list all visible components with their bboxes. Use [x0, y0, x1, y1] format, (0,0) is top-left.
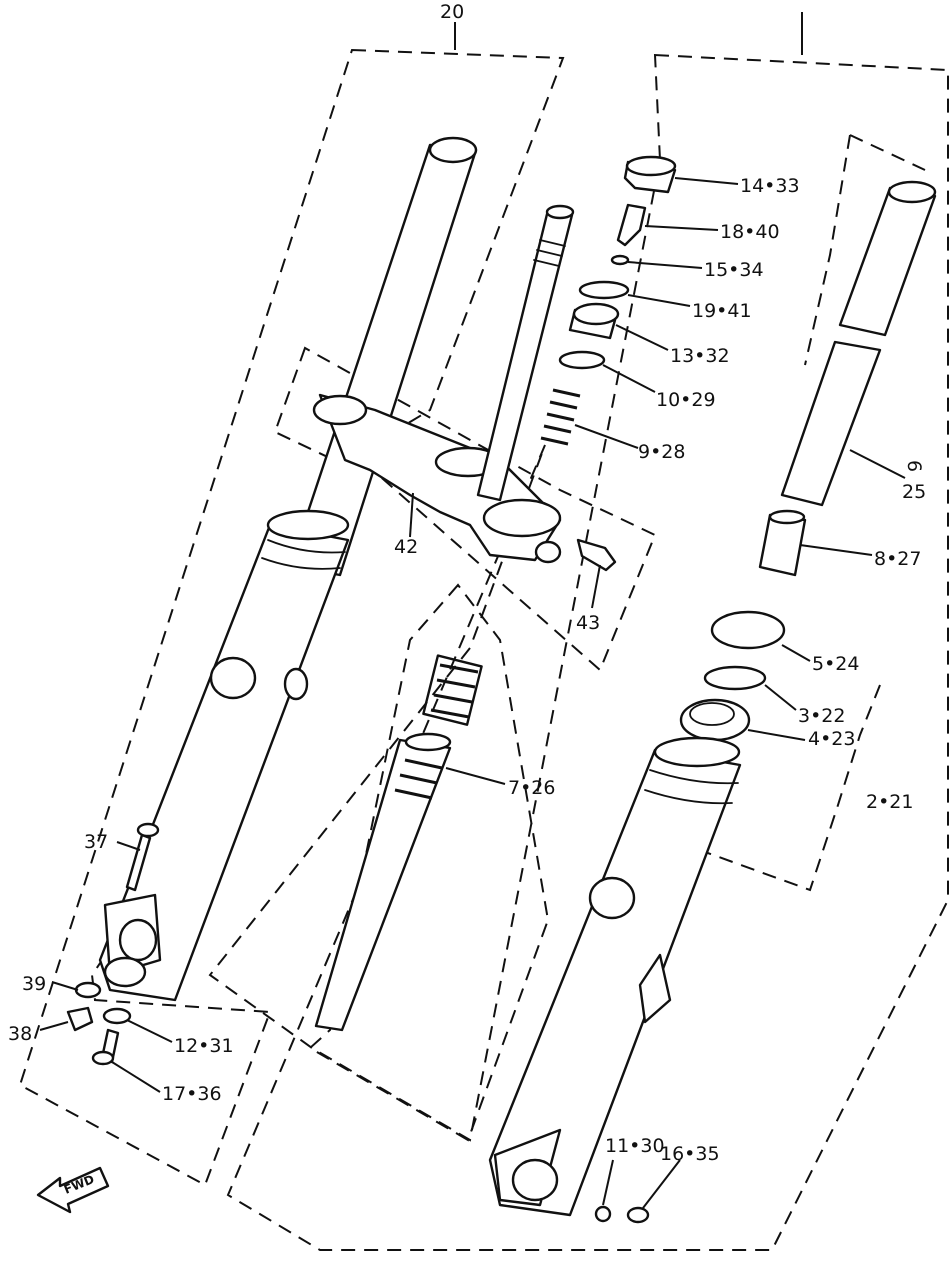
- callout-4-23: 4•23: [808, 728, 855, 750]
- callout-18-40: 18•40: [720, 221, 780, 243]
- collar-8: [758, 509, 807, 577]
- fwd-arrow-icon: FWD: [36, 1166, 110, 1214]
- damper-rod-upper: [476, 204, 575, 502]
- oil-seal-4: [679, 698, 751, 742]
- spring-seat-13: [568, 302, 620, 340]
- callout-17-36: 17•36: [162, 1083, 222, 1105]
- outer-tube-2: [488, 736, 742, 1217]
- pinch-bolt-43: [576, 538, 617, 572]
- callout-2-21: 2•21: [866, 791, 913, 813]
- callout-12-31: 12•31: [174, 1035, 234, 1057]
- washer-10: [558, 350, 606, 370]
- washer-12: [102, 1007, 132, 1025]
- o-ring-15: [610, 254, 630, 266]
- air-valve-18: [616, 203, 647, 247]
- callout-16-35: 16•35: [660, 1143, 720, 1165]
- callout-11-30: 11•30: [605, 1135, 665, 1157]
- washer-19: [578, 280, 630, 300]
- callout-7-26: 7•26: [508, 777, 555, 799]
- group-boundary-damper: [308, 583, 550, 1142]
- washer-39: [74, 981, 102, 999]
- callout-37: 37: [84, 831, 108, 853]
- clip-3: [703, 665, 767, 691]
- callout-9-28: 9•28: [638, 441, 685, 463]
- left-fork-axle-clamp: [103, 893, 162, 988]
- left-fork-inner-tube: [288, 136, 478, 577]
- callout-38: 38: [8, 1023, 32, 1045]
- nut-38: [66, 1006, 94, 1032]
- fork-tube-lower-6: [780, 340, 882, 507]
- rebound-spring: [422, 654, 483, 726]
- fork-spring-9: [540, 388, 581, 446]
- callout-15-34: 15•34: [704, 259, 764, 281]
- leader-lines: [39, 177, 906, 1209]
- callout-13-32: 13•32: [670, 345, 730, 367]
- callout-25: 25: [902, 481, 926, 503]
- callout-39: 39: [22, 973, 46, 995]
- group-boundary-triple-clamp: [273, 346, 657, 672]
- dust-seal-5: [710, 610, 786, 650]
- callout-20: 20: [440, 1, 464, 23]
- callout-5-24: 5•24: [812, 653, 859, 675]
- fork-tube-upper-6: [838, 180, 937, 337]
- cap-bolt-14: [623, 155, 677, 194]
- callout-42: 42: [394, 536, 418, 558]
- group-boundary-1: [208, 12, 949, 1251]
- bolt-17: [91, 1028, 120, 1066]
- callout-8-27: 8•27: [874, 548, 921, 570]
- gasket-16: [626, 1206, 650, 1224]
- callout-3-22: 3•22: [798, 705, 845, 727]
- callout-6: 6: [903, 460, 925, 472]
- group-boundary-seal-kit: [704, 684, 881, 892]
- callout-labels: 20 14•33 18•40 15•34 19•41 13•32 10•29 9…: [8, 1, 926, 1165]
- damper-rod-lower: [314, 732, 452, 1032]
- group-boundary-fork-tube: [804, 134, 926, 366]
- callout-10-29: 10•29: [656, 389, 716, 411]
- callout-43: 43: [576, 612, 600, 634]
- bolt-37: [125, 822, 160, 892]
- drain-screw-11: [594, 1205, 612, 1223]
- group-boundary-20: [18, 22, 565, 1187]
- callout-19-41: 19•41: [692, 300, 752, 322]
- callout-14-33: 14•33: [740, 175, 800, 197]
